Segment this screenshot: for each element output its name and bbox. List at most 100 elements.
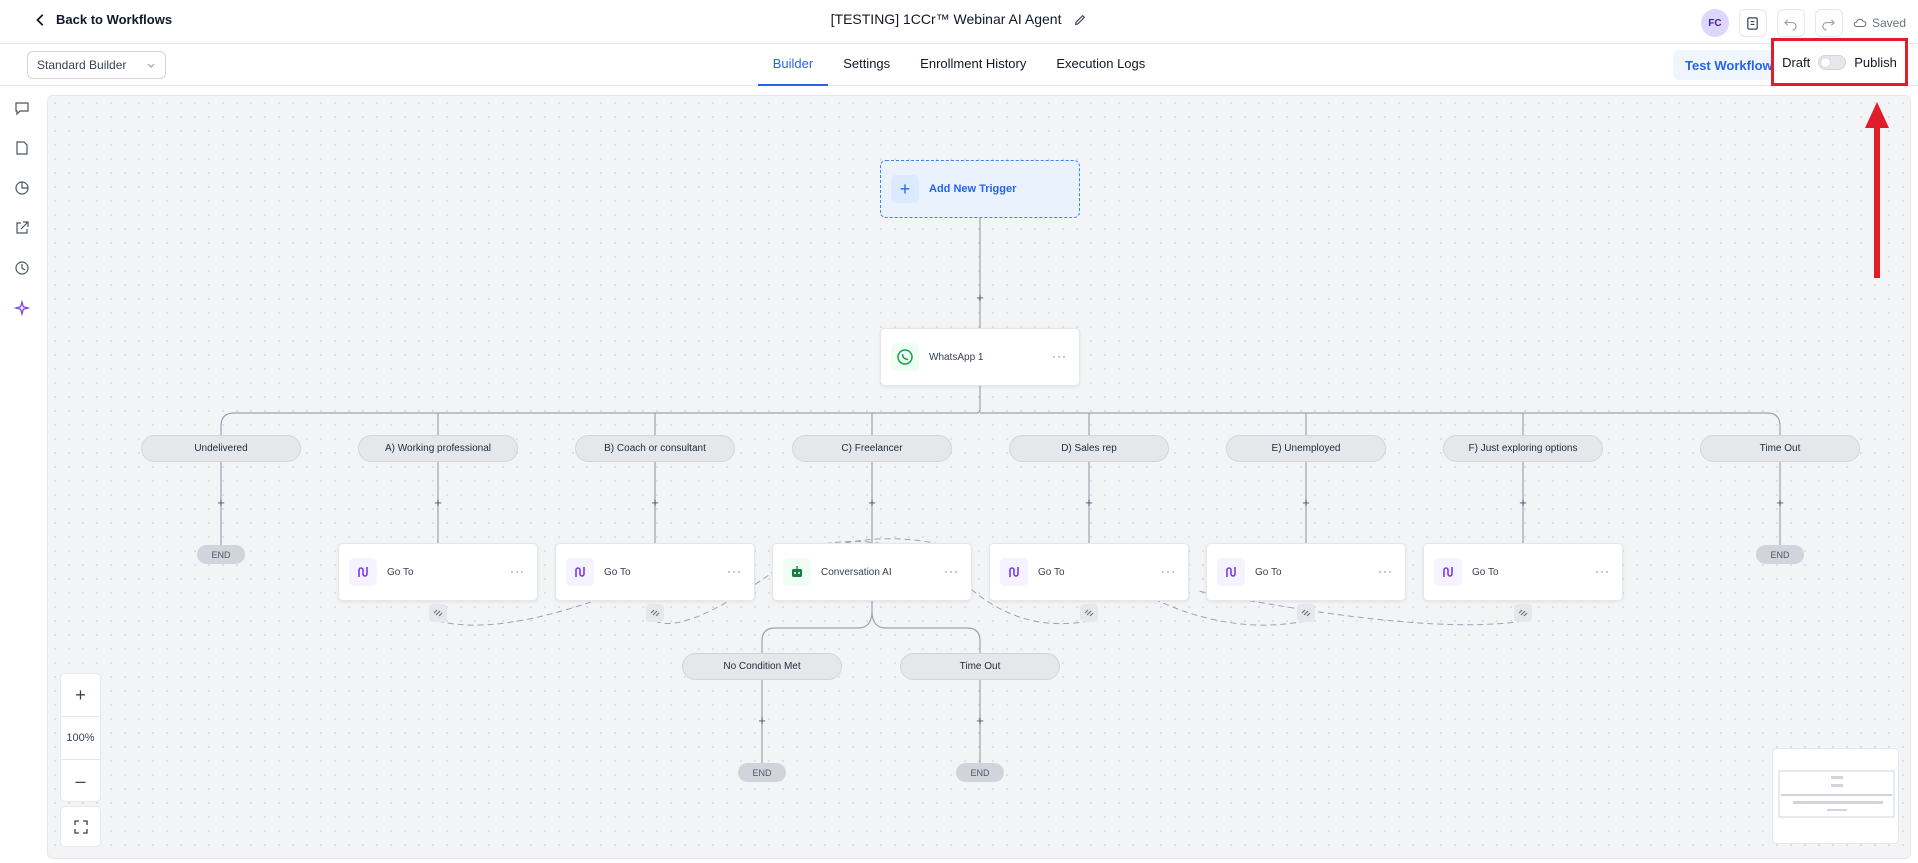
robot-icon xyxy=(783,558,811,586)
goto-icon xyxy=(566,558,594,586)
more-options-icon[interactable]: ··· xyxy=(1161,564,1176,578)
add-step-plus[interactable]: + xyxy=(976,290,984,305)
branch-just-exploring[interactable]: F) Just exploring options xyxy=(1443,435,1603,462)
test-workflow-button[interactable]: Test Workflow xyxy=(1673,50,1785,80)
sub-bar: Standard Builder Builder Settings Enroll… xyxy=(0,44,1918,86)
clipboard-icon xyxy=(1747,16,1759,30)
goto-node[interactable]: Go To ··· xyxy=(1206,543,1406,601)
add-step-plus[interactable]: + xyxy=(217,495,225,510)
workflow-canvas[interactable]: + Add New Trigger + WhatsApp 1 ··· Undel… xyxy=(47,95,1911,859)
tab-execution-logs[interactable]: Execution Logs xyxy=(1056,56,1146,71)
zoom-in-button[interactable]: + xyxy=(61,674,100,717)
link-icon[interactable] xyxy=(1297,604,1315,622)
more-options-icon[interactable]: ··· xyxy=(510,564,525,578)
tab-enrollment-history[interactable]: Enrollment History xyxy=(920,56,1027,71)
publish-label: Publish xyxy=(1854,54,1897,70)
chevron-left-icon xyxy=(36,13,44,26)
workflow-title: [TESTING] 1CCr™ Webinar AI Agent xyxy=(0,11,1918,27)
builder-mode-value: Standard Builder xyxy=(37,58,127,72)
node-label: Go To xyxy=(1038,566,1065,578)
branch-freelancer[interactable]: C) Freelancer xyxy=(792,435,952,462)
branch-undelivered[interactable]: Undelivered xyxy=(141,435,301,462)
back-label: Back to Workflows xyxy=(56,12,173,27)
node-label: Conversation AI xyxy=(821,566,892,578)
add-trigger-button[interactable]: + Add New Trigger xyxy=(880,160,1080,218)
tab-settings[interactable]: Settings xyxy=(843,56,891,71)
notes-button[interactable] xyxy=(1738,9,1767,37)
branch-working-professional[interactable]: A) Working professional xyxy=(358,435,518,462)
fit-view-button[interactable] xyxy=(60,806,101,847)
pie-chart-icon[interactable] xyxy=(14,180,30,196)
file-icon[interactable] xyxy=(14,140,30,156)
more-options-icon[interactable]: ··· xyxy=(727,564,742,578)
link-icon[interactable] xyxy=(429,604,447,622)
comment-icon[interactable] xyxy=(14,100,30,116)
more-options-icon[interactable]: ··· xyxy=(1052,349,1067,363)
goto-node[interactable]: Go To ··· xyxy=(555,543,755,601)
tab-bar: Builder Settings Enrollment History Exec… xyxy=(0,44,1918,86)
branch-sales-rep[interactable]: D) Sales rep xyxy=(1009,435,1169,462)
add-step-plus[interactable]: + xyxy=(758,713,766,728)
node-label: Go To xyxy=(1255,566,1282,578)
add-step-plus[interactable]: + xyxy=(1776,495,1784,510)
add-step-plus[interactable]: + xyxy=(434,495,442,510)
minimap[interactable] xyxy=(1772,748,1899,844)
undo-button[interactable] xyxy=(1776,9,1805,37)
top-bar: Back to Workflows [TESTING] 1CCr™ Webina… xyxy=(0,0,1918,44)
goto-icon xyxy=(1217,558,1245,586)
goto-icon xyxy=(1000,558,1028,586)
goto-icon xyxy=(349,558,377,586)
node-label: Go To xyxy=(604,566,631,578)
goto-node[interactable]: Go To ··· xyxy=(338,543,538,601)
back-to-workflows-link[interactable]: Back to Workflows xyxy=(34,12,172,27)
pencil-icon[interactable] xyxy=(1073,13,1087,27)
tab-builder[interactable]: Builder xyxy=(757,44,829,86)
goto-icon xyxy=(1434,558,1462,586)
external-link-icon[interactable] xyxy=(14,220,30,236)
node-label: WhatsApp 1 xyxy=(929,351,984,363)
add-step-plus[interactable]: + xyxy=(868,495,876,510)
connector-lines xyxy=(220,218,1781,763)
conversation-ai-node[interactable]: Conversation AI ··· xyxy=(772,543,972,601)
workflow-title-text: [TESTING] 1CCr™ Webinar AI Agent xyxy=(830,11,1062,27)
branch-ai-time-out[interactable]: Time Out xyxy=(900,653,1060,680)
draft-label: Draft xyxy=(1782,54,1811,70)
zoom-level: 100% xyxy=(61,717,100,760)
node-label: Go To xyxy=(1472,566,1499,578)
add-step-plus[interactable]: + xyxy=(1085,495,1093,510)
saved-status: Saved xyxy=(1853,16,1906,30)
add-step-plus[interactable]: + xyxy=(976,713,984,728)
branch-no-condition-met[interactable]: No Condition Met xyxy=(682,653,842,680)
end-marker: END xyxy=(197,545,245,564)
builder-mode-select[interactable]: Standard Builder xyxy=(27,51,166,79)
whatsapp-node[interactable]: WhatsApp 1 ··· xyxy=(880,328,1080,386)
zoom-controls: + 100% – xyxy=(60,673,101,802)
more-options-icon[interactable]: ··· xyxy=(1595,564,1610,578)
link-icon[interactable] xyxy=(1514,604,1532,622)
end-marker: END xyxy=(1756,545,1804,564)
node-label: Go To xyxy=(387,566,414,578)
zoom-out-button[interactable]: – xyxy=(75,771,86,791)
link-icon[interactable] xyxy=(646,604,664,622)
more-options-icon[interactable]: ··· xyxy=(944,564,959,578)
history-icon[interactable] xyxy=(14,260,30,276)
add-step-plus[interactable]: + xyxy=(651,495,659,510)
add-step-plus[interactable]: + xyxy=(1519,495,1527,510)
link-icon[interactable] xyxy=(1080,604,1098,622)
left-rail xyxy=(0,86,44,863)
end-marker: END xyxy=(738,763,786,782)
sparkle-ai-icon[interactable] xyxy=(13,299,31,317)
more-options-icon[interactable]: ··· xyxy=(1378,564,1393,578)
redo-button[interactable] xyxy=(1814,9,1843,37)
branch-unemployed[interactable]: E) Unemployed xyxy=(1226,435,1386,462)
add-step-plus[interactable]: + xyxy=(1302,495,1310,510)
goto-node[interactable]: Go To ··· xyxy=(1423,543,1623,601)
top-right-actions: FC Saved xyxy=(1700,9,1906,37)
branch-time-out[interactable]: Time Out xyxy=(1700,435,1860,462)
branch-coach-consultant[interactable]: B) Coach or consultant xyxy=(575,435,735,462)
goto-node[interactable]: Go To ··· xyxy=(989,543,1189,601)
whatsapp-icon xyxy=(891,343,919,371)
avatar[interactable]: FC xyxy=(1700,9,1729,37)
publish-toggle[interactable] xyxy=(1818,54,1847,70)
minimap-preview xyxy=(1778,770,1895,818)
